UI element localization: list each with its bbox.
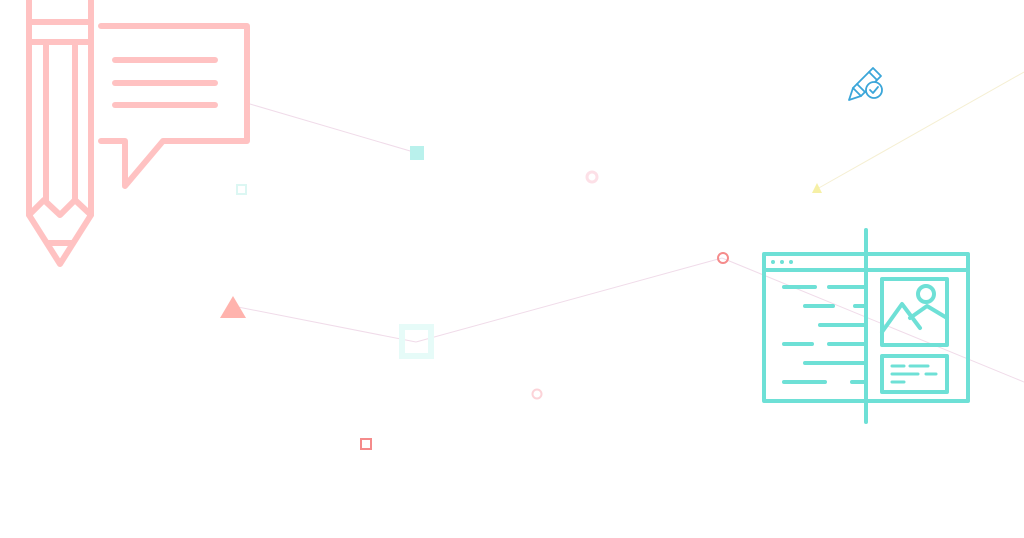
connector-line (232, 305, 417, 343)
connector-lines (232, 71, 1024, 383)
speech-bubble-icon (98, 23, 250, 189)
ring-shape (717, 252, 729, 264)
square-outline-shape (399, 324, 434, 359)
connector-line (721, 257, 1024, 383)
connector-line (249, 103, 418, 154)
square-outline-shape (236, 184, 247, 195)
ring-shape (531, 388, 543, 400)
triangle-shape (812, 183, 822, 193)
triangle-shape (220, 296, 246, 318)
pencil-icon (26, 0, 94, 267)
circle-shape (585, 170, 599, 184)
square-outline-shape (360, 438, 372, 450)
square-shape (410, 146, 424, 160)
connector-line (415, 257, 723, 343)
edit-document-icon (848, 67, 883, 101)
connector-line (816, 71, 1024, 190)
webpage-layout-icon (762, 228, 970, 424)
